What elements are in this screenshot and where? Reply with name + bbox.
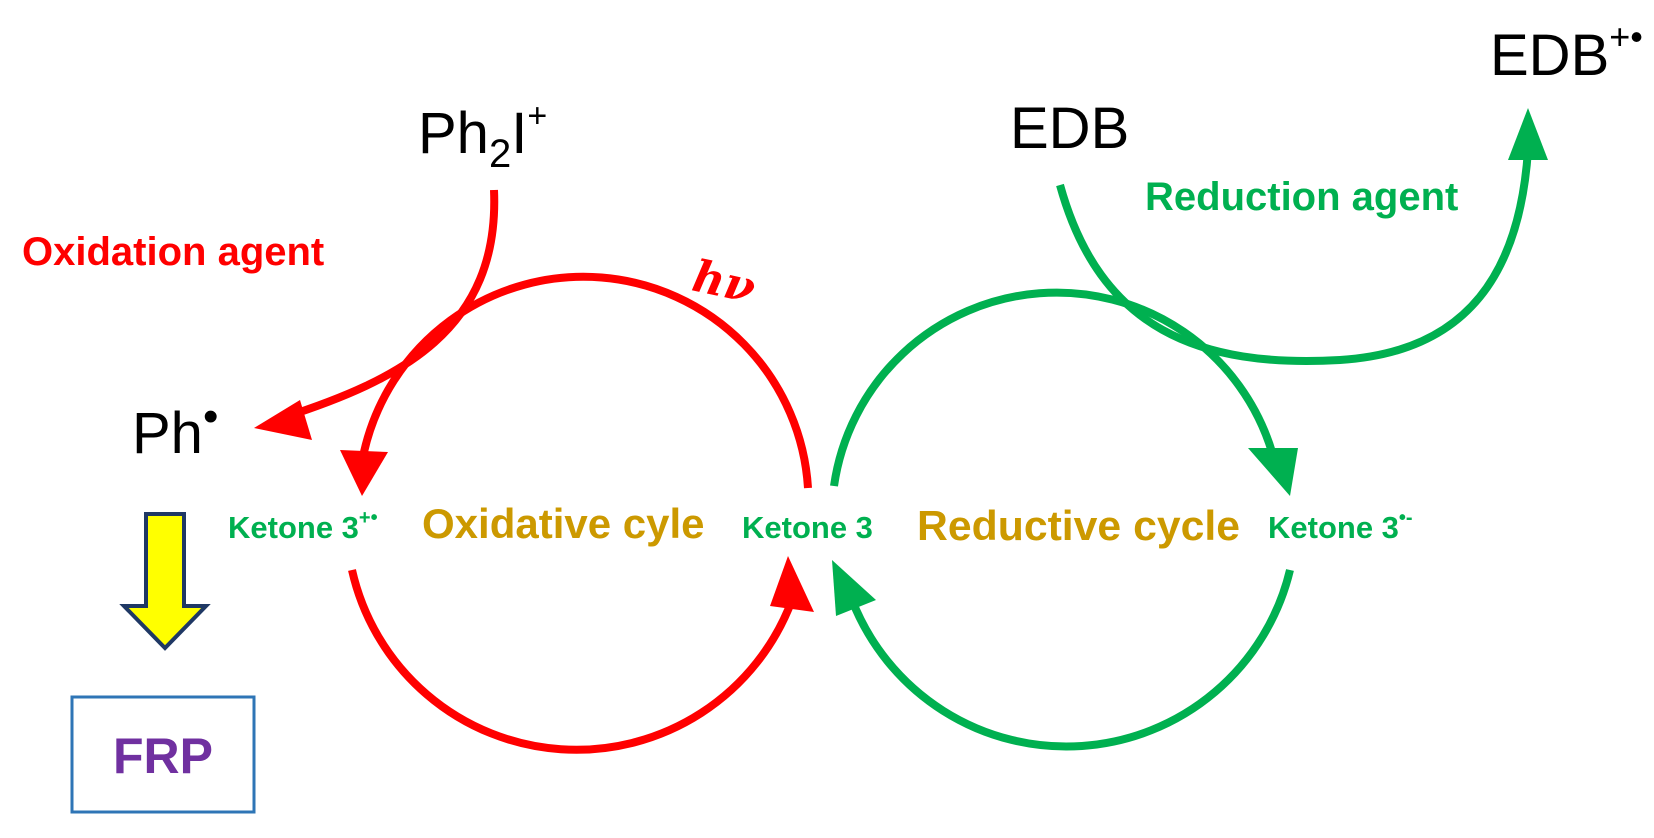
reductive-cycle-bottom-arc — [848, 569, 1294, 751]
down-arrow-to-frp — [119, 512, 211, 651]
arrowhead-to-ketone-center-green — [832, 560, 876, 616]
oxidation-agent-arrow — [280, 189, 499, 422]
oxidative-cycle-bottom-arc — [348, 569, 796, 754]
arrowhead-to-ketone-cation — [340, 450, 388, 496]
arrowhead-to-ph-radical — [254, 400, 312, 440]
edb-radical-label: EDB+• — [1490, 16, 1643, 88]
ph2i-label: Ph2I+ — [418, 97, 547, 176]
reduction-agent-arrow — [1056, 149, 1532, 365]
ph-radical-label: Ph• — [132, 392, 218, 466]
reductive-cycle-label: Reductive cycle — [917, 502, 1240, 549]
reduction-agent-label: Reduction agent — [1145, 175, 1458, 219]
arrowhead-to-ketone-center-red — [770, 556, 814, 612]
oxidation-agent-label: Oxidation agent — [22, 230, 324, 274]
reductive-cycle-top-arc — [830, 288, 1276, 487]
ketone-anion-label: Ketone 3•- — [1268, 507, 1413, 545]
ketone-cation-label: Ketone 3+• — [228, 507, 378, 545]
oxidative-cycle-label: Oxidative cyle — [422, 500, 705, 547]
frp-box — [70, 695, 256, 814]
frp-label: FRP — [113, 728, 213, 784]
arrowhead-to-edb-radical — [1508, 108, 1548, 160]
ketone-center-label: Ketone 3 — [742, 510, 873, 545]
arrowhead-to-ketone-anion — [1248, 448, 1298, 496]
edb-label: EDB — [1010, 96, 1129, 161]
